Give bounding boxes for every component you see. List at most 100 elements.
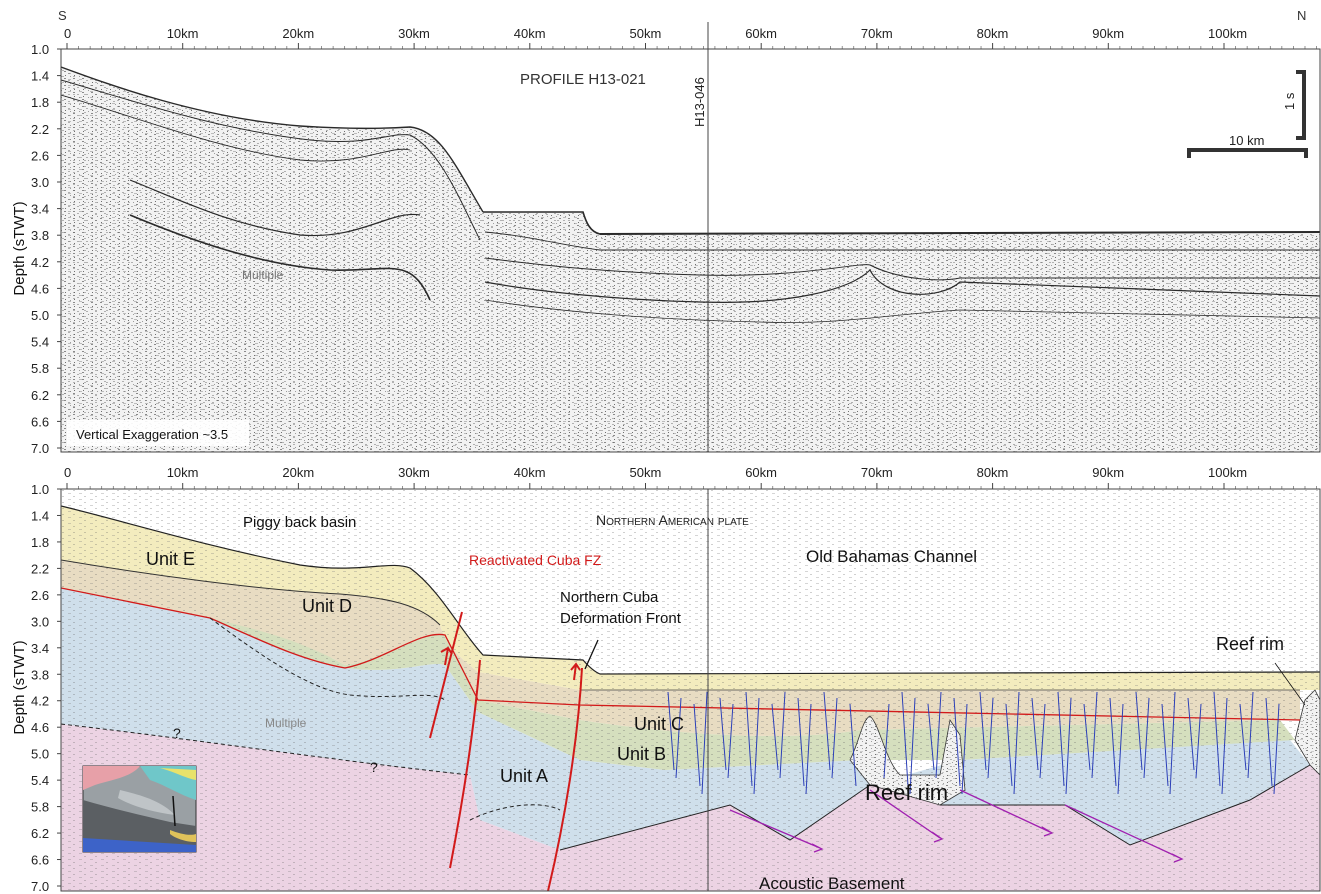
plate-label: Northern American plate	[596, 512, 749, 528]
question-mark-1: ?	[173, 725, 181, 741]
question-mark-2: ?	[370, 759, 378, 775]
blue-fault-line	[693, 703, 701, 787]
top-y-tick-label: 7.0	[31, 441, 49, 456]
top-y-tick-label: 1.0	[31, 42, 49, 57]
exaggeration-box: Vertical Exaggeration ~3.5	[67, 420, 249, 446]
north-label: N	[1297, 8, 1306, 23]
bottom-x-tick-label: 80km	[977, 465, 1009, 480]
top-x-tick-label: 0	[64, 26, 71, 41]
bottom-y-tick-label: 2.2	[31, 561, 49, 576]
bottom-y-tick-label: 1.4	[31, 508, 49, 523]
bottom-x-tick-label: 20km	[282, 465, 314, 480]
blue-fault-line	[1109, 697, 1117, 787]
blue-fault-line	[745, 691, 753, 787]
top-multiple-label: Multiple	[242, 268, 284, 282]
bottom-y-axis: 1.01.41.82.22.63.03.43.84.24.65.05.45.86…	[11, 482, 61, 894]
blue-fault-line	[1273, 703, 1280, 795]
unit-a-label: Unit A	[500, 766, 548, 786]
bottom-frame	[60, 488, 1321, 892]
scale-bar: 1 s 10 km	[1187, 70, 1308, 158]
top-y-tick-label: 5.4	[31, 335, 49, 350]
bottom-x-tick-label: 50km	[630, 465, 662, 480]
bottom-x-tick-label: 40km	[514, 465, 546, 480]
exaggeration-label: Vertical Exaggeration ~3.5	[76, 427, 228, 442]
blue-fault-line	[1091, 691, 1098, 779]
top-seismic-section	[61, 49, 1320, 452]
blue-fault-line	[927, 703, 935, 771]
blue-fault-line	[1195, 703, 1202, 779]
piggyback-label: Piggy back basin	[243, 514, 356, 531]
blue-fault-line	[675, 697, 682, 779]
unit-c-label: Unit C	[634, 714, 684, 734]
bottom-x-tick-label: 70km	[861, 465, 893, 480]
bottom-y-tick-label: 5.8	[31, 800, 49, 815]
bottom-y-tick-label: 1.8	[31, 535, 49, 550]
horizons	[61, 505, 1320, 851]
south-label: S	[58, 8, 67, 23]
blue-fault-line	[1143, 697, 1150, 779]
blue-fault-line	[727, 703, 734, 779]
bottom-y-tick-label: 2.6	[31, 588, 49, 603]
top-frame	[60, 48, 1321, 453]
top-y-tick-label: 5.8	[31, 361, 49, 376]
deformation-front-line1: Northern Cuba	[560, 589, 659, 606]
blue-fault-line	[753, 697, 760, 795]
blue-fault-line	[805, 703, 812, 795]
bottom-x-tick-label: 100km	[1208, 465, 1247, 480]
top-y-tick-label: 6.2	[31, 388, 49, 403]
blue-fault-line	[901, 691, 909, 787]
blue-fault-line	[831, 697, 838, 779]
blue-fault-line	[1221, 697, 1228, 795]
top-x-tick-label: 30km	[398, 26, 430, 41]
blue-fault-line	[701, 691, 708, 795]
blue-fault-line	[1265, 697, 1273, 787]
top-x-tick-label: 100km	[1208, 26, 1247, 41]
profile-title: PROFILE H13-021	[520, 71, 646, 88]
blue-faults	[667, 691, 1280, 795]
bottom-y-tick-label: 3.8	[31, 667, 49, 682]
blue-fault-line	[935, 691, 942, 779]
top-reflectors	[61, 66, 1320, 323]
top-y-tick-label: 3.8	[31, 228, 49, 243]
reef-rim-center-label: Reef rim	[865, 780, 948, 805]
unit-d-label: Unit D	[302, 596, 352, 616]
blue-fault-line	[1135, 691, 1143, 771]
top-y-tick-label: 6.6	[31, 414, 49, 429]
bottom-multiple-label: Multiple	[265, 716, 307, 730]
blue-fault-line	[1239, 703, 1247, 771]
top-x-tick-label: 40km	[514, 26, 546, 41]
top-y-tick-label: 3.0	[31, 175, 49, 190]
blue-fault-line	[1213, 691, 1221, 787]
blue-fault-line	[779, 691, 786, 779]
deformation-front-pointer	[584, 639, 599, 670]
bottom-x-tick-label: 0	[64, 465, 71, 480]
bottom-x-tick-label: 90km	[1092, 465, 1124, 480]
top-x-tick-label: 10km	[167, 26, 199, 41]
top-x-tick-label: 80km	[977, 26, 1009, 41]
unit-e-label: Unit E	[146, 549, 195, 569]
bottom-y-tick-label: 7.0	[31, 879, 49, 894]
deformation-front-line2: Deformation Front	[560, 610, 682, 627]
blue-fault-line	[719, 697, 727, 771]
crossline-label: H13-046	[692, 77, 707, 127]
blue-fault-line	[797, 697, 805, 787]
bottom-y-tick-label: 4.6	[31, 720, 49, 735]
blue-fault-line	[1057, 691, 1065, 787]
bottom-y-tick-label: 6.2	[31, 826, 49, 841]
blue-fault-line	[987, 697, 994, 779]
blue-fault-line	[909, 697, 916, 795]
red-faults	[429, 611, 583, 891]
bottom-x-tick-label: 30km	[398, 465, 430, 480]
purple-thrusts	[729, 789, 1184, 863]
blue-fault-line	[1161, 703, 1169, 787]
top-x-tick-label: 90km	[1092, 26, 1124, 41]
blue-fault-line	[823, 691, 831, 771]
bottom-y-tick-label: 5.0	[31, 747, 49, 762]
top-x-tick-label: 60km	[745, 26, 777, 41]
vertical-scale-label: 1 s	[1282, 92, 1297, 110]
